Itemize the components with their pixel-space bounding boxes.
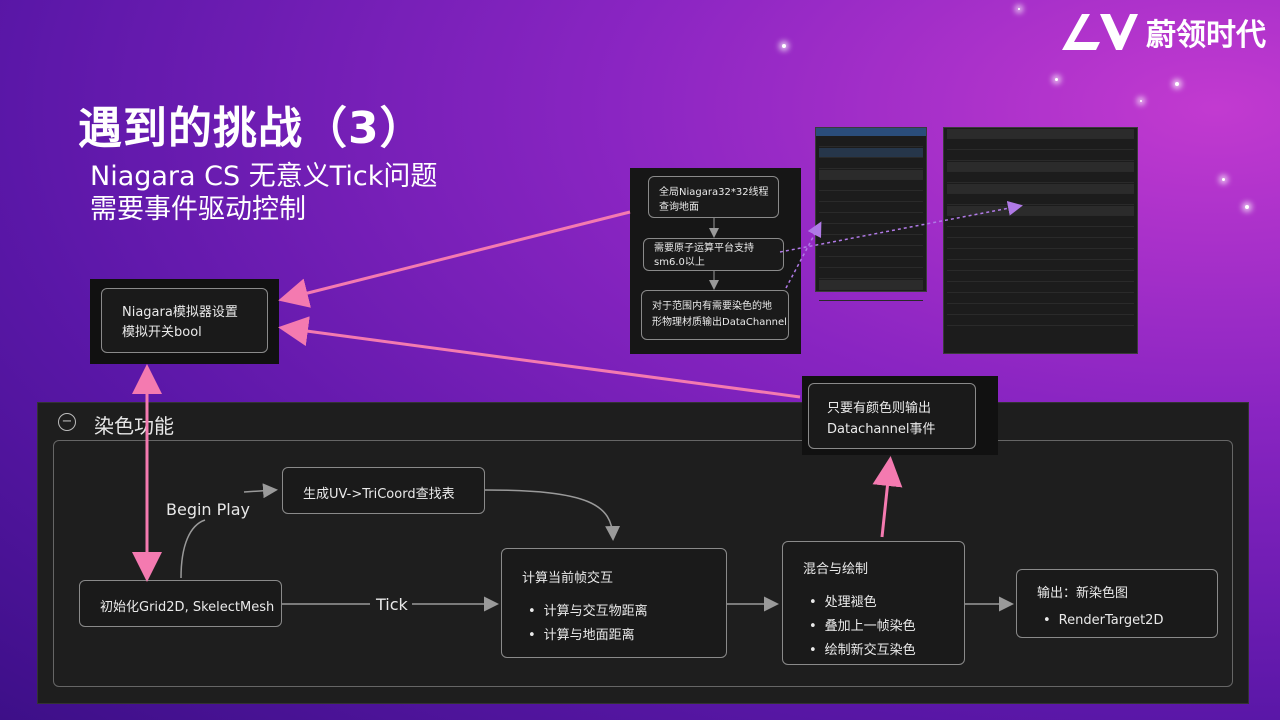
output-node: 输出：新染色图 RenderTarget2D	[1016, 569, 1218, 638]
collapse-toggle-icon[interactable]: −	[58, 413, 76, 431]
list-item: 计算与地面距离	[528, 624, 726, 643]
sparkle-decoration	[782, 44, 786, 48]
list-item: 计算与交互物距离	[528, 600, 726, 619]
sparkle-decoration	[1140, 100, 1142, 102]
node-text: 只要有颜色则输出	[827, 401, 932, 416]
section-frame	[53, 440, 1233, 687]
node-title: 混合与绘制	[803, 562, 869, 577]
sparkle-decoration	[1222, 178, 1225, 181]
node-text: Niagara模拟器设置	[122, 305, 238, 320]
compute-interaction-node: 计算当前帧交互 计算与交互物距离 计算与地面距离	[501, 548, 727, 658]
list-item: RenderTarget2D	[1043, 613, 1217, 628]
node-text: 需要原子运算平台支持	[654, 243, 754, 254]
uv-lookup-node: 生成UV->TriCoord查找表	[282, 467, 485, 514]
event-output-node: 只要有颜色则输出 Datachannel事件	[808, 383, 976, 449]
node-text: Datachannel事件	[827, 422, 936, 437]
editor-screenshot-left	[815, 127, 927, 301]
slide-subtitle: Niagara CS 无意义Tick问题 需要事件驱动控制	[90, 160, 437, 226]
node-text: 初始化Grid2D, SkelectMesh	[100, 600, 275, 615]
section-title: 染色功能	[94, 414, 174, 438]
subtitle-line: 需要事件驱动控制	[90, 194, 306, 225]
flow-node-query: 全局Niagara32*32线程 查询地面	[648, 176, 779, 218]
node-text: 生成UV->TriCoord查找表	[303, 487, 455, 502]
init-node: 初始化Grid2D, SkelectMesh	[79, 580, 282, 627]
list-item: 绘制新交互染色	[809, 639, 964, 658]
sparkle-decoration	[1245, 205, 1249, 209]
editor-screenshot-right	[943, 127, 1138, 354]
node-text: 对于范围内有需要染色的地	[652, 301, 772, 312]
sparkle-decoration	[1018, 8, 1020, 10]
company-logo: 蔚领时代	[1060, 10, 1266, 54]
blend-draw-node: 混合与绘制 处理褪色 叠加上一帧染色 绘制新交互染色	[782, 541, 965, 665]
node-title: 输出：新染色图	[1037, 586, 1129, 601]
flow-node-output-datachannel: 对于范围内有需要染色的地 形物理材质输出DataChannel	[641, 290, 789, 340]
node-text: 模拟开关bool	[122, 325, 202, 340]
edge-label-begin-play: Begin Play	[162, 500, 255, 519]
list-item: 叠加上一帧染色	[809, 615, 964, 634]
node-title: 计算当前帧交互	[522, 571, 614, 586]
sparkle-decoration	[1175, 82, 1179, 86]
node-text: 全局Niagara32*32线程	[659, 187, 769, 198]
node-text: 查询地面	[659, 202, 699, 213]
logo-text: 蔚领时代	[1146, 18, 1266, 53]
flow-node-atomic: 需要原子运算平台支持 sm6.0以上	[643, 238, 784, 271]
sparkle-decoration	[1055, 78, 1058, 81]
list-item: 处理褪色	[809, 591, 964, 610]
logo-mark-icon	[1062, 14, 1138, 50]
niagara-setting-node: Niagara模拟器设置 模拟开关bool	[101, 288, 268, 353]
node-text: sm6.0以上	[654, 257, 705, 268]
node-text: 形物理材质输出DataChannel	[652, 317, 787, 328]
slide-title: 遇到的挑战（3）	[78, 103, 425, 154]
subtitle-line: Niagara CS 无意义Tick问题	[90, 161, 438, 192]
edge-label-tick: Tick	[372, 595, 412, 614]
